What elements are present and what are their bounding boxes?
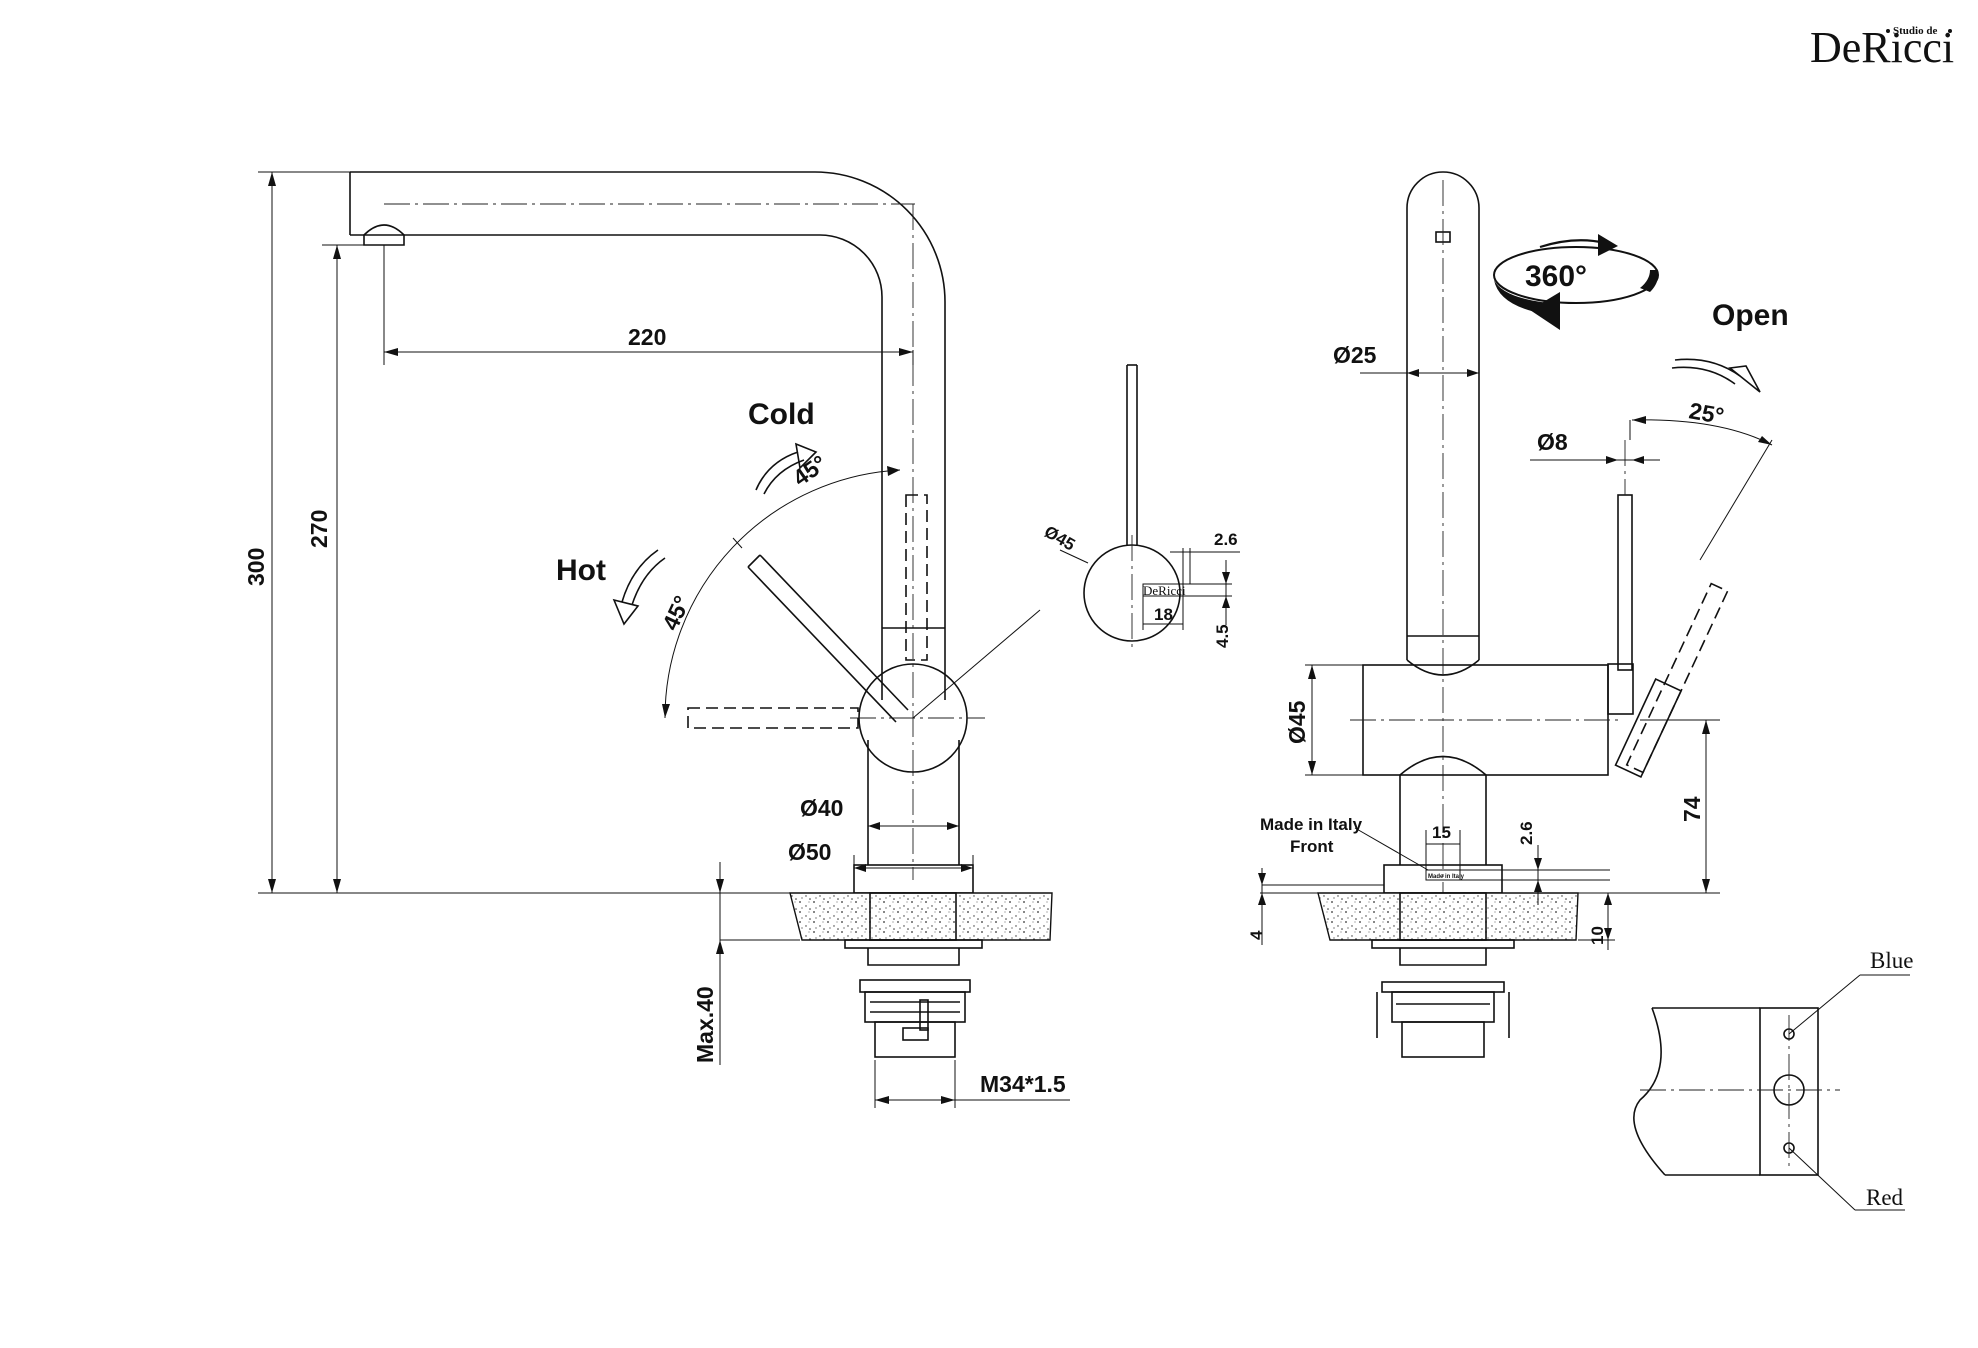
- rotation-label: 360°: [1525, 260, 1587, 293]
- dim-height-270-label: 270: [306, 510, 332, 548]
- side-under-counter: [1317, 892, 1579, 1058]
- side-spout-diameter-label: Ø25: [1333, 342, 1377, 368]
- label-front: Front: [1290, 837, 1334, 856]
- label-cold: Cold: [748, 398, 815, 431]
- dim-height-300: 300: [243, 171, 350, 893]
- handle-width-label: 18: [1154, 605, 1173, 624]
- handle-engraving: DeRicci: [1143, 583, 1186, 598]
- dim-base-large-label: Ø50: [788, 839, 831, 865]
- dim-counter-max: Max.40: [692, 862, 800, 1065]
- dim-thread: M34*1.5: [874, 1060, 1070, 1108]
- dim-thread-label: M34*1.5: [980, 1071, 1066, 1097]
- side-view: Made in Italy: [1247, 171, 1789, 1058]
- side-lever: [1607, 420, 1729, 779]
- front-view: 300 270 220 45° 45°: [243, 171, 1070, 1108]
- front-body: [850, 627, 985, 894]
- handle-detail: DeRicci Ø45 2.6 4.5 18: [1041, 364, 1240, 650]
- dim-base-diameters: Ø40 Ø50: [788, 795, 974, 875]
- label-blue: Blue: [1870, 948, 1913, 973]
- side-body-height-label: 74: [1679, 796, 1705, 822]
- dim-height-300-label: 300: [243, 548, 269, 586]
- side-seat-label: 10: [1588, 926, 1607, 945]
- front-spout: [349, 171, 946, 880]
- dim-height-270: 270: [306, 244, 364, 893]
- side-plate-offset-label: 2.6: [1517, 821, 1536, 845]
- brand-logo-text: DeRicci: [1810, 23, 1954, 72]
- front-under-counter: [789, 892, 1053, 1058]
- angle-hot-label: 45°: [657, 592, 695, 635]
- handle-offset-a-label: 2.6: [1214, 530, 1238, 549]
- side-spout: [1406, 171, 1480, 893]
- dim-reach-220-label: 220: [628, 324, 666, 350]
- handle-diameter-label: Ø45: [1041, 522, 1078, 555]
- hose-detail: Blue Red: [1633, 948, 1913, 1211]
- side-gap-label: 4: [1247, 930, 1266, 940]
- label-made-in: Made in Italy: [1260, 815, 1363, 834]
- side-body: Made in Italy: [1350, 664, 1620, 894]
- brand-logo: DeRicci Studio de: [1810, 23, 1954, 72]
- dim-counter-max-label: Max.40: [692, 986, 718, 1063]
- rotation-360-symbol: 360°: [1493, 234, 1659, 330]
- angle-cold-label: 45°: [788, 450, 831, 491]
- side-lever-diameter-label: Ø8: [1537, 429, 1568, 455]
- label-red: Red: [1866, 1185, 1904, 1210]
- angle-open-label: 25°: [1687, 397, 1726, 429]
- side-plate-width-label: 15: [1432, 823, 1451, 842]
- side-plate-text: Made in Italy: [1428, 874, 1465, 880]
- label-hot: Hot: [556, 554, 606, 587]
- rotation-angle-arcs: 45° 45° Cold Hot: [556, 398, 901, 719]
- label-open: Open: [1712, 299, 1789, 332]
- handle-offset-b-label: 4.5: [1213, 624, 1232, 648]
- front-lever: [687, 494, 1041, 729]
- dim-reach-220: 220: [383, 245, 914, 365]
- side-body-diameter-label: Ø45: [1284, 700, 1310, 744]
- dim-base-small-label: Ø40: [800, 795, 843, 821]
- brand-logo-subtitle: Studio de: [1893, 25, 1937, 37]
